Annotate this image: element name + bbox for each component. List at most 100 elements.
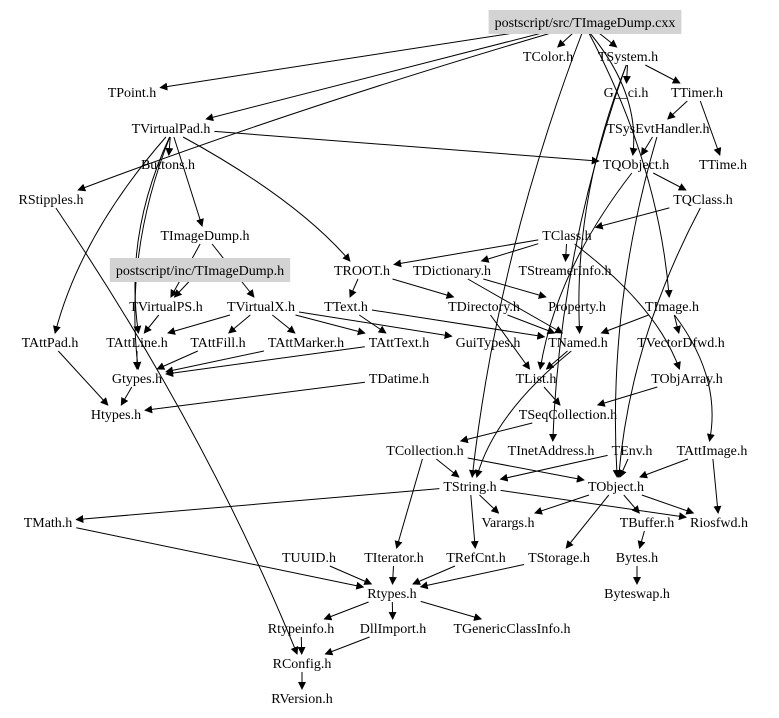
node-tqclass-h[interactable]: TQClass.h	[673, 193, 733, 208]
node-htypes-h[interactable]: Htypes.h	[91, 408, 141, 423]
node-postscript-src-timagedump-cxx[interactable]: postscript/src/TImageDump.cxx	[488, 10, 682, 34]
edge-TTimer-to-TTime	[699, 100, 722, 156]
node-tstring-h[interactable]: TString.h	[443, 480, 496, 495]
edge-TAttPad-to-Htypes	[57, 350, 109, 406]
edge-TText-to-TNamed	[371, 309, 546, 340]
nodes-layer: postscript/src/TImageDump.cxx postscript/…	[19, 10, 748, 707]
node-property-h[interactable]: Property.h	[548, 300, 606, 315]
node-label: TMath.h	[24, 516, 73, 531]
node-label: Rtypes.h	[367, 587, 416, 602]
node-label: TAttFill.h	[190, 336, 245, 351]
node-tvirtualpad-h[interactable]: TVirtualPad.h	[132, 122, 211, 137]
node-tattfill-h[interactable]: TAttFill.h	[190, 336, 245, 351]
node-bytes-h[interactable]: Bytes.h	[616, 551, 658, 566]
node-label: Rtypeinfo.h	[268, 622, 335, 637]
node-guitypes-h[interactable]: GuiTypes.h	[456, 336, 521, 351]
edge-TTimer-to-TSysEvtHandler	[667, 100, 688, 120]
node-rstipples-h[interactable]: RStipples.h	[19, 193, 84, 208]
node-tsysevthandler-h[interactable]: TSysEvtHandler.h	[606, 122, 709, 137]
node-titerator-h[interactable]: TIterator.h	[364, 551, 423, 566]
edge-TSystem-to-TTimer	[645, 64, 681, 84]
highlight-box	[488, 10, 682, 34]
node-tatttext-h[interactable]: TAttText.h	[369, 336, 430, 351]
edge-TString-to-Riosfwd	[500, 489, 687, 521]
edge-TSystem-to-TInetAddress	[549, 64, 627, 442]
node-tclass-h[interactable]: TClass.h	[542, 229, 591, 244]
node-tcollection-h[interactable]: TCollection.h	[386, 444, 463, 459]
node-tseqcollection-h[interactable]: TSeqCollection.h	[519, 408, 617, 423]
node-tattpad-h[interactable]: TAttPad.h	[22, 336, 79, 351]
node-tdirectory-h[interactable]: TDirectory.h	[448, 300, 520, 315]
node-ttext-h[interactable]: TText.h	[324, 300, 368, 315]
node-tdictionary-h[interactable]: TDictionary.h	[413, 264, 491, 279]
node-tstreamerinfo-h[interactable]: TStreamerInfo.h	[519, 264, 612, 279]
node-rversion-h[interactable]: RVersion.h	[271, 692, 333, 707]
edge-Rtypes-to-TGenericClassInfo	[420, 600, 483, 621]
node-tcolor-h[interactable]: TColor.h	[523, 50, 573, 65]
edge-TVirtualPad-to-TROOT	[182, 136, 351, 262]
node-byteswap-h[interactable]: Byteswap.h	[604, 587, 670, 602]
node-label: TObject.h	[588, 480, 644, 495]
node-ttimer-h[interactable]: TTimer.h	[671, 86, 723, 101]
node-postscript-inc-timagedump-h[interactable]: postscript/inc/TImageDump.h	[109, 258, 291, 282]
edge-TEnv-to-TObject	[619, 458, 629, 478]
node-tobject-h[interactable]: TObject.h	[588, 480, 644, 495]
node-label: TNamed.h	[548, 336, 607, 351]
node-label: TAttText.h	[369, 336, 430, 351]
node-tpoint-h[interactable]: TPoint.h	[108, 86, 157, 101]
edge-TVirtualX-to-TAttMarker	[271, 314, 296, 334]
node-buttons-h[interactable]: Buttons.h	[141, 158, 195, 173]
node-label: Byteswap.h	[604, 587, 670, 602]
node-tnamed-h[interactable]: TNamed.h	[548, 336, 607, 351]
node-tobjarray-h[interactable]: TObjArray.h	[651, 372, 723, 387]
node-trefcnt-h[interactable]: TRefCnt.h	[446, 551, 506, 566]
node-timagedump-h[interactable]: TImageDump.h	[160, 229, 249, 244]
edge-TROOT-to-TDirectory	[392, 278, 455, 299]
node-tdatime-h[interactable]: TDatime.h	[369, 372, 429, 387]
node-tlist-h[interactable]: TList.h	[516, 372, 557, 387]
edge-src-to-RStipples	[77, 30, 558, 192]
node-label: TDatime.h	[369, 372, 429, 387]
node-rconfig-h[interactable]: RConfig.h	[273, 657, 332, 672]
node-troot-h[interactable]: TROOT.h	[334, 264, 390, 279]
node-rtypes-h[interactable]: Rtypes.h	[367, 587, 416, 602]
edge-TCollection-to-TObject	[467, 457, 585, 483]
node-tmath-h[interactable]: TMath.h	[24, 516, 73, 531]
node-tattline-h[interactable]: TAttLine.h	[106, 336, 167, 351]
node-tenv-h[interactable]: TEnv.h	[612, 444, 653, 459]
node-g-ci-h[interactable]: G__ci.h	[604, 86, 649, 101]
node-ttime-h[interactable]: TTime.h	[699, 158, 747, 173]
node-varargs-h[interactable]: Varargs.h	[481, 516, 534, 531]
edge-src-to-TQObject	[587, 30, 638, 156]
node-tbuffer-h[interactable]: TBuffer.h	[620, 516, 675, 531]
edge-TVirtualX-to-TAttFill	[228, 314, 251, 334]
node-tgenericclassinfo-h[interactable]: TGenericClassInfo.h	[453, 622, 570, 637]
node-dllimport-h[interactable]: DllImport.h	[360, 622, 427, 637]
node-label: TStreamerInfo.h	[519, 264, 612, 279]
edge-TVirtualX-to-GuiTypes	[298, 311, 453, 340]
node-label: TText.h	[324, 300, 368, 315]
node-rtypeinfo-h[interactable]: Rtypeinfo.h	[268, 622, 335, 637]
node-tvectordfwd-h[interactable]: TVectorDfwd.h	[637, 336, 724, 351]
node-label: TClass.h	[542, 229, 591, 244]
edge-TIterator-to-Rtypes	[388, 565, 397, 585]
node-tvirtualps-h[interactable]: TVirtualPS.h	[129, 300, 202, 315]
node-tqobject-h[interactable]: TQObject.h	[603, 158, 669, 173]
node-timage-h[interactable]: TImage.h	[645, 300, 699, 315]
edge-TVirtualPad-to-TAttLine	[133, 136, 171, 334]
edge-TSysEvtHandler-to-TObject	[612, 136, 658, 478]
edge-TSystem-to-Gci	[622, 64, 631, 84]
node-gtypes-h[interactable]: Gtypes.h	[112, 372, 162, 387]
node-tstorage-h[interactable]: TStorage.h	[528, 551, 590, 566]
node-tinetaddress-h[interactable]: TInetAddress.h	[508, 444, 595, 459]
node-tuuid-h[interactable]: TUUID.h	[282, 551, 336, 566]
node-tattmarker-h[interactable]: TAttMarker.h	[268, 336, 344, 351]
node-tvirtualx-h[interactable]: TVirtualX.h	[227, 300, 295, 315]
node-tattimage-h[interactable]: TAttImage.h	[677, 444, 748, 459]
edge-TQClass-to-TObject	[615, 207, 701, 478]
node-riosfwd-h[interactable]: Riosfwd.h	[690, 516, 748, 531]
node-label: TDirectory.h	[448, 300, 520, 315]
node-tsystem-h[interactable]: TSystem.h	[598, 50, 658, 65]
node-label: TAttPad.h	[22, 336, 79, 351]
node-label: TCollection.h	[386, 444, 463, 459]
